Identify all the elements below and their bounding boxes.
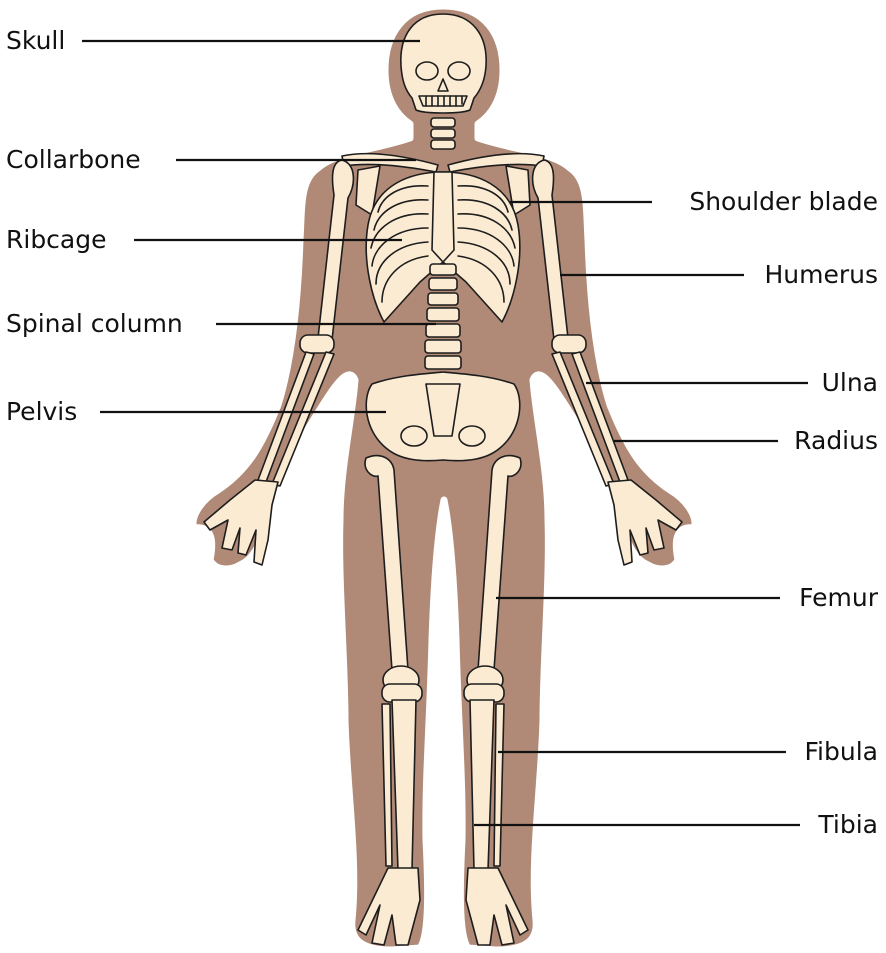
skull-bone bbox=[401, 14, 486, 113]
label-skull: Skull bbox=[6, 26, 65, 56]
label-radius: Radius bbox=[794, 426, 878, 456]
label-collarbone: Collarbone bbox=[6, 145, 141, 175]
label-ulna: Ulna bbox=[822, 368, 878, 398]
sternum bbox=[432, 172, 454, 262]
label-humerus: Humerus bbox=[764, 260, 878, 290]
label-femur: Femur bbox=[799, 583, 878, 613]
cervical-vertebrae bbox=[431, 118, 455, 149]
label-tibia: Tibia bbox=[818, 810, 878, 840]
label-shoulder-blade: Shoulder blade bbox=[689, 187, 878, 217]
label-ribcage: Ribcage bbox=[6, 225, 107, 255]
label-fibula: Fibula bbox=[805, 737, 879, 767]
pelvis-bone bbox=[366, 372, 520, 461]
spinal-column-bones bbox=[425, 264, 461, 369]
label-spinal-column: Spinal column bbox=[6, 309, 183, 339]
label-pelvis: Pelvis bbox=[6, 397, 77, 427]
